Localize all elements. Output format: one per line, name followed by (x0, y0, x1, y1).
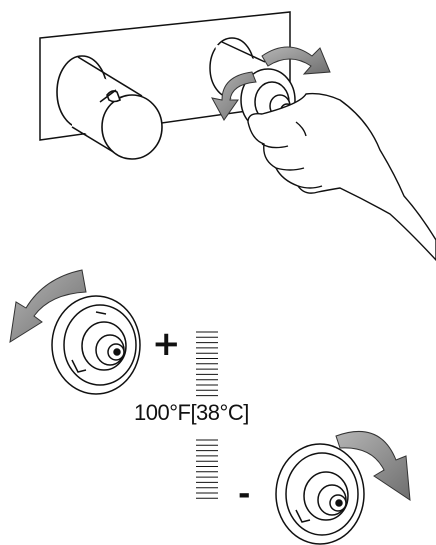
rotate-arrow-icon (261, 46, 331, 75)
increase-sign: + (152, 324, 181, 364)
thermostatic-knob-icon (56, 55, 163, 160)
cartridge-spindle-icon (51, 295, 141, 395)
top-illustration (39, 11, 436, 262)
temperature-label: 100°F[38°C] (134, 400, 249, 425)
cartridge-spindle-icon (209, 37, 296, 132)
temperature-scale-icon (196, 439, 218, 499)
temperature-scale-icon (196, 331, 218, 397)
rotate-arrow-icon (211, 71, 257, 121)
decrease-sign: - (238, 477, 251, 512)
hand-icon (247, 92, 436, 262)
cartridge-spindle-icon (275, 443, 365, 545)
rotate-arrow-icon (9, 269, 87, 343)
rotate-arrow-icon (335, 430, 411, 501)
